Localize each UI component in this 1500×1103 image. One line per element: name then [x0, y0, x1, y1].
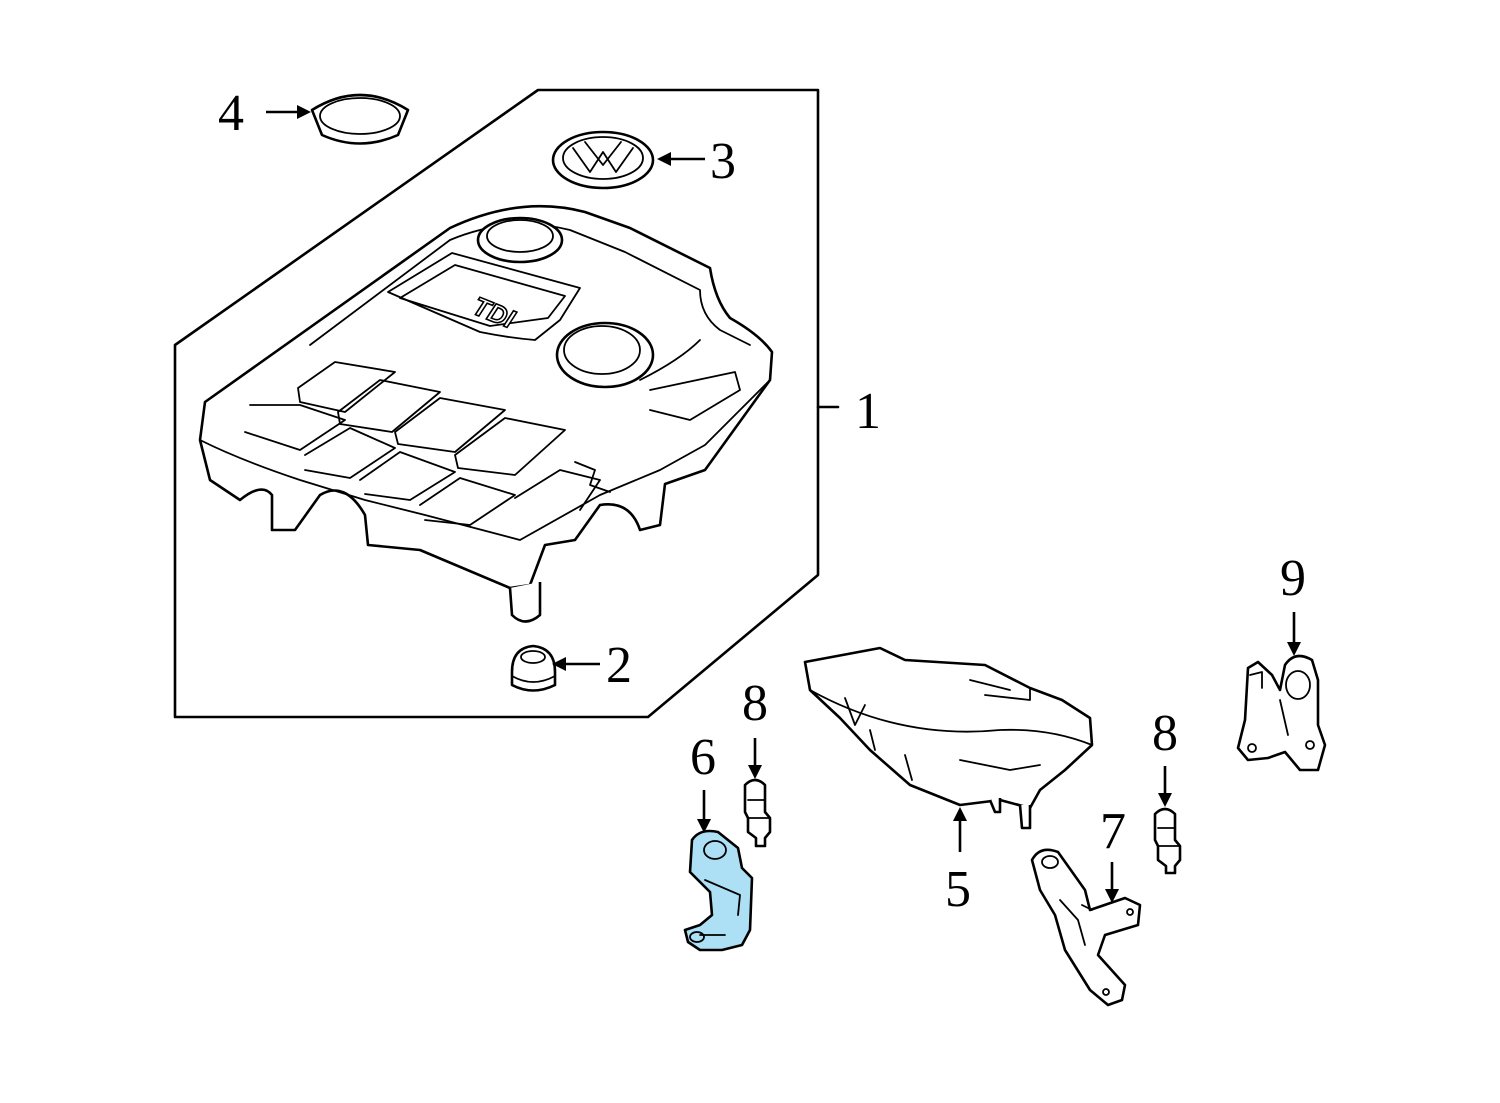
callout-3-arrowhead: [657, 152, 671, 166]
cap-part-4[interactable]: [310, 93, 410, 145]
callout-1: 1: [855, 383, 881, 440]
stud-part-8-right[interactable]: [1153, 807, 1182, 875]
emblem-part-3[interactable]: [551, 130, 655, 190]
callout-4: 4: [218, 85, 244, 142]
callout-2: 2: [606, 637, 632, 694]
callout-8-left-arrowhead: [748, 765, 762, 779]
shield-part-5[interactable]: [803, 646, 1094, 830]
assembly-boundary: [173, 88, 820, 719]
callout-9-arrowhead: [1287, 642, 1301, 656]
bracket-part-6[interactable]: [683, 829, 754, 952]
callout-8-right: 8: [1152, 705, 1178, 762]
callout-6: 6: [690, 729, 716, 786]
callout-2-arrowhead: [552, 657, 566, 671]
callout-8-left: 8: [742, 675, 768, 732]
callout-7-arrowhead: [1105, 889, 1119, 903]
callout-6-arrowhead: [697, 819, 711, 833]
grommet-part-2[interactable]: [510, 644, 557, 692]
bracket-part-9[interactable]: [1236, 654, 1327, 772]
engine-cover-part-1[interactable]: TDI: [198, 204, 774, 623]
callout-5-arrowhead: [953, 807, 967, 821]
callout-5: 5: [945, 861, 971, 918]
callout-4-arrowhead: [297, 105, 311, 119]
callout-9: 9: [1280, 550, 1306, 607]
callout-3: 3: [710, 133, 736, 190]
callout-7: 7: [1100, 803, 1126, 860]
callout-8-right-arrowhead: [1158, 793, 1172, 807]
stud-part-8-left[interactable]: [743, 778, 772, 848]
bracket-part-7[interactable]: [1030, 848, 1142, 1007]
